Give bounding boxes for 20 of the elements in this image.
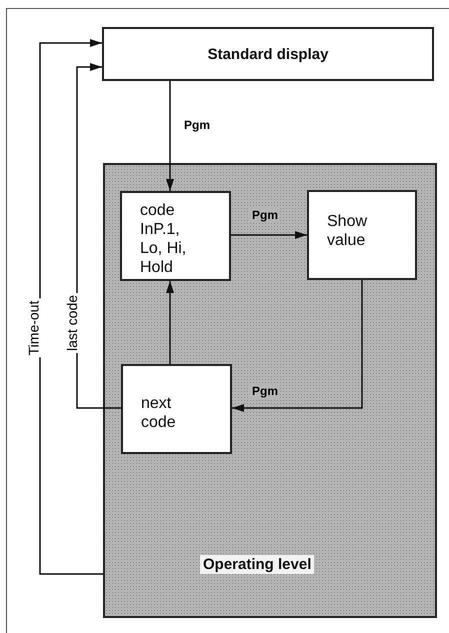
edge-label: Pgm — [250, 384, 280, 398]
arrow — [232, 280, 363, 412]
arrow — [39, 39, 103, 575]
edge-label: Time-out — [25, 298, 42, 358]
arrow — [166, 81, 174, 191]
box-text: Show value — [326, 212, 368, 251]
box-title: Standard display — [208, 46, 328, 62]
arrow — [166, 281, 174, 364]
step-box — [307, 190, 417, 280]
edge-label: Pgm — [182, 118, 212, 132]
box-text: next code — [140, 394, 177, 433]
panel-title: Operating level — [200, 555, 314, 574]
step-box — [120, 191, 231, 281]
edge-label: last code — [64, 292, 80, 354]
arrow — [231, 231, 307, 239]
box-text: code InP.1, Lo, Hi, Hold — [139, 201, 188, 278]
display-box — [102, 27, 434, 81]
step-box — [121, 364, 232, 454]
edge-label: Pgm — [250, 208, 280, 222]
level-panel — [103, 163, 437, 618]
